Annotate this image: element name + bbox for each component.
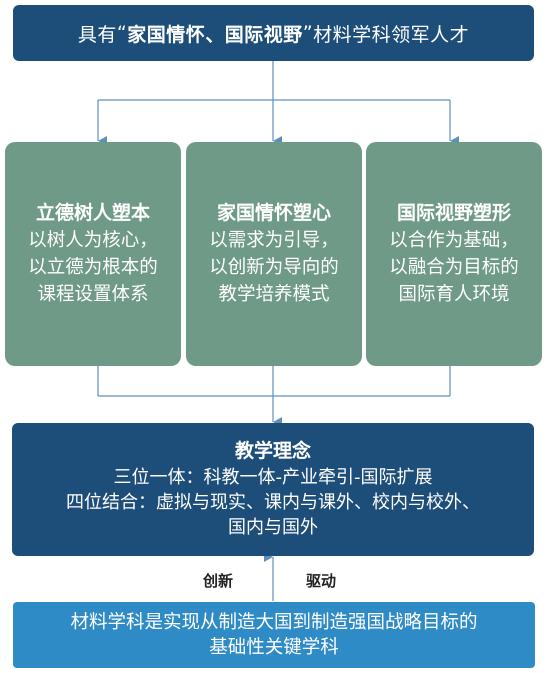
pillar-line: 以合作为基础，: [389, 230, 519, 251]
pillar-2-box: 家国情怀塑心 以需求为引导， 以创新为导向的 教学培养模式: [186, 142, 362, 366]
banner-emphasis: 家国情怀、国际视野: [127, 23, 303, 46]
philosophy-line: 国内与国外: [228, 517, 318, 538]
arrow-label-drive: 驱动: [306, 572, 337, 590]
pillar-line: 教学培养模式: [218, 284, 330, 305]
pillar-line: 以融合为目标的: [389, 257, 519, 278]
arrow-label-innovation: 创新: [203, 572, 234, 590]
banner-prefix: 具有: [77, 23, 117, 46]
banner-quote-open: “: [116, 22, 128, 44]
pillar-line: 以树人为核心，: [28, 230, 158, 251]
pillar-title: 国际视野塑形: [396, 202, 511, 224]
pillar-line: 国际育人环境: [398, 284, 510, 305]
pillar-title: 立德树人塑本: [35, 202, 150, 224]
foundation-line: 基础性关键学科: [209, 637, 339, 658]
pillar-line: 以需求为引导，: [209, 230, 339, 251]
philosophy-line: 三位一体：科教一体-产业牵引-国际扩展: [113, 467, 433, 488]
banner-suffix: 材料学科领军人才: [313, 23, 470, 46]
top-banner: 具有 “ 家国情怀、国际视野 ” 材料学科领军人才: [13, 5, 534, 61]
pillar-line: 课程设置体系: [37, 284, 149, 305]
philosophy-title: 教学理念: [234, 440, 311, 462]
pillar-line: 以创新为导向的: [209, 257, 339, 278]
foundation-line: 材料学科是实现从制造大国到制造强国战略目标的: [70, 612, 478, 633]
philosophy-box: 教学理念 三位一体：科教一体-产业牵引-国际扩展 四位结合：虚拟与现实、课内与课…: [12, 423, 534, 556]
foundation-box: 材料学科是实现从制造大国到制造强国战略目标的 基础性关键学科: [13, 602, 535, 668]
philosophy-line: 四位结合：虚拟与现实、课内与课外、校内与校外、: [66, 492, 480, 513]
banner-quote-close: ”: [302, 22, 314, 44]
pillar-1-box: 立德树人塑本 以树人为核心， 以立德为根本的 课程设置体系: [5, 142, 181, 366]
pillar-title: 家国情怀塑心: [216, 202, 331, 224]
pillar-3-box: 国际视野塑形 以合作为基础， 以融合为目标的 国际育人环境: [366, 142, 542, 366]
pillar-line: 以立德为根本的: [28, 257, 158, 278]
